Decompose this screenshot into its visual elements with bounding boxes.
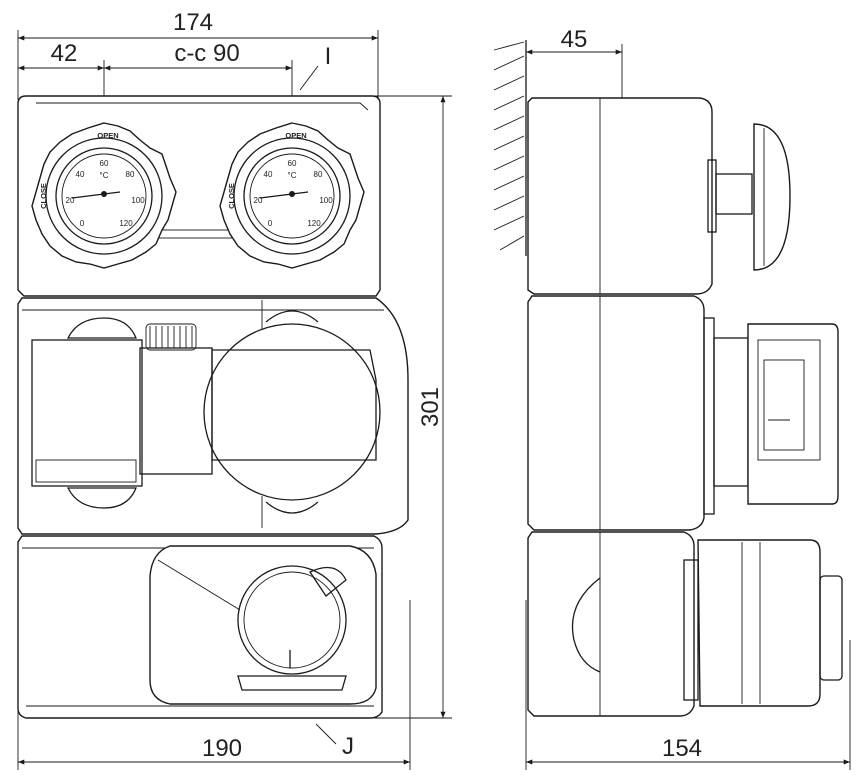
svg-text:OPEN: OPEN (97, 131, 118, 140)
svg-text:80: 80 (314, 170, 323, 179)
side-middle-block (527, 295, 705, 531)
svg-text:CLOSE: CLOSE (227, 183, 236, 209)
side-bottom-block (527, 531, 695, 717)
svg-text:0: 0 (80, 219, 85, 228)
side-pump-head (747, 323, 839, 505)
svg-text:60: 60 (100, 159, 109, 168)
dimension-depth: 154 (525, 600, 851, 770)
label-J: J (342, 733, 354, 760)
dimension-centers: 42 c-c 90 I (18, 40, 331, 195)
dimension-total-width: 174 (17, 9, 379, 100)
label-I: I (325, 43, 332, 70)
dim-174-label: 174 (173, 9, 213, 36)
svg-text:40: 40 (264, 170, 273, 179)
dim-42-label: 42 (51, 40, 78, 67)
svg-text:80: 80 (126, 170, 135, 179)
dimension-bottom-width: 190 J (17, 560, 411, 770)
dim-190-label: 190 (202, 735, 242, 762)
side-top-block (527, 97, 713, 295)
dim-cc90-label: c-c 90 (174, 40, 239, 67)
svg-text:120: 120 (119, 219, 133, 228)
dim-154-label: 154 (662, 735, 702, 762)
pump-assembly (31, 300, 381, 528)
svg-text:100: 100 (131, 196, 145, 205)
wall-hatch (493, 40, 527, 256)
dim-45-label: 45 (561, 26, 588, 53)
svg-text:0: 0 (268, 219, 273, 228)
gauge-left: 60 40 20 0 80 100 120 °C OPEN CLOSE (31, 122, 177, 269)
svg-text:20: 20 (254, 196, 263, 205)
side-gauge-knob (753, 123, 791, 271)
svg-text:60: 60 (288, 159, 297, 168)
gauge-right: 60 40 20 0 80 100 120 °C OPEN CLOSE (219, 122, 365, 269)
svg-text:100: 100 (319, 196, 333, 205)
svg-text:20: 20 (66, 196, 75, 205)
svg-text:°C: °C (288, 171, 297, 180)
side-valve-actuator (697, 539, 821, 707)
mixing-valve-actuator (26, 545, 377, 707)
side-view: 45 154 (493, 26, 851, 770)
svg-text:120: 120 (307, 219, 321, 228)
svg-text:40: 40 (76, 170, 85, 179)
svg-text:°C: °C (100, 171, 109, 180)
middle-insulation-block (17, 297, 409, 535)
dim-301-label: 301 (417, 387, 444, 427)
svg-text:CLOSE: CLOSE (39, 183, 48, 209)
front-view: 174 42 c-c 90 I 301 190 J (17, 9, 452, 770)
svg-text:OPEN: OPEN (285, 131, 306, 140)
